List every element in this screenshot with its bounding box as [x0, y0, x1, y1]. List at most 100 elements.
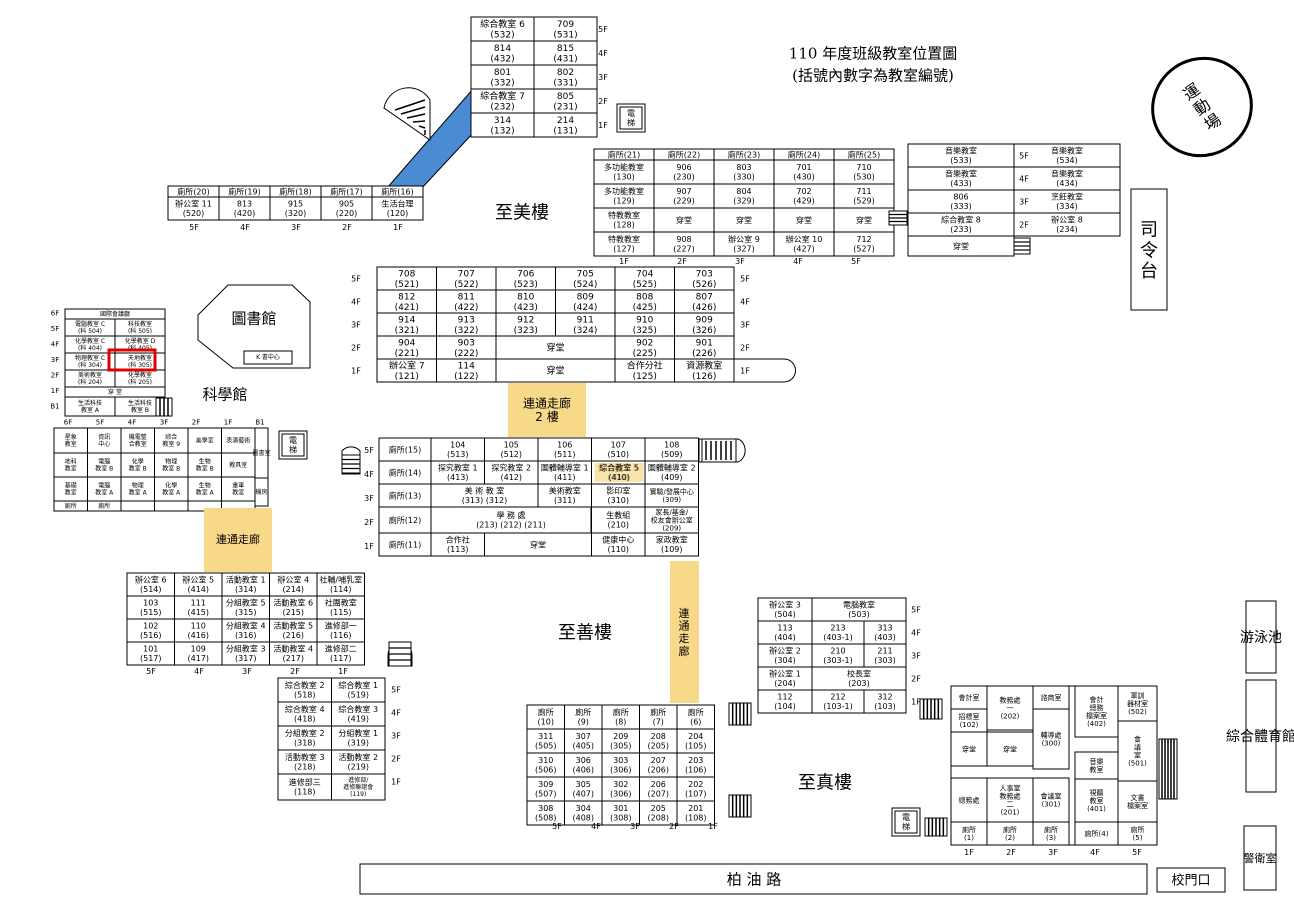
gate-label: 校門口: [1171, 873, 1210, 889]
floor-label: 3F: [364, 494, 374, 503]
room-label: 音樂教室(533): [945, 146, 977, 165]
annex-room: [221, 427, 256, 454]
zhimei-room: [470, 64, 535, 90]
annex-room: [120, 452, 155, 478]
room-label: 908(227): [673, 235, 695, 253]
room-label: 國際會議廳: [100, 310, 130, 318]
floor-label: 4F: [351, 297, 361, 306]
room-label: 310(506): [535, 756, 557, 774]
room-label: 206(207): [647, 780, 669, 798]
room-label: 709(531): [553, 20, 577, 40]
room-label: 813(420): [234, 200, 256, 218]
zhimei-room: [653, 231, 715, 257]
room-label: 703(526): [692, 269, 716, 289]
room-label: 705(524): [573, 269, 597, 289]
floor-label: 4F: [1019, 174, 1029, 183]
room-label: 309(507): [535, 780, 557, 798]
room-label: 214(131): [553, 116, 577, 136]
room-label: 210(303-1): [823, 647, 853, 665]
lower-room: [277, 773, 332, 801]
room-label: 909(326): [692, 315, 716, 335]
annex-room: [154, 476, 189, 502]
zhimei-room: [371, 196, 424, 221]
room-label: 904(221): [395, 338, 419, 358]
room-cell: [644, 532, 699, 557]
room-label: 306(406): [572, 756, 594, 774]
room-label: 712(527): [853, 235, 875, 253]
room-label: 校長室(203): [847, 669, 871, 688]
highlight-box: [107, 348, 157, 372]
room-label: 活動教室 1(314): [226, 575, 266, 594]
room-label: 710(530): [853, 163, 875, 181]
guard-box: [1243, 825, 1277, 891]
floor-label: 6F: [64, 418, 72, 426]
pool-label: 游泳池: [1240, 630, 1282, 646]
elevator-icon: [894, 810, 918, 834]
room-label: 學 務 處(213) (212) (211): [476, 510, 546, 529]
room-label: 穿堂: [1003, 744, 1017, 753]
room-label: 廁所(6): [688, 707, 704, 726]
room-label: 212(103-1): [823, 693, 853, 711]
room-label: 音樂教室(433): [945, 169, 977, 188]
floor-label: 5F: [851, 257, 861, 266]
zhimei-room: [593, 159, 655, 185]
room-label: 圖書室: [252, 449, 270, 457]
room-label: 穿堂: [736, 215, 752, 225]
floor-label: 5F: [911, 605, 921, 614]
south-room: [676, 800, 715, 826]
room-label: 多功能教室(129): [604, 186, 644, 205]
zhimei-room: [773, 231, 835, 257]
room-label: 廁所(1): [962, 825, 976, 842]
room-label: 穿堂: [546, 342, 564, 354]
room-label: 穿堂: [546, 365, 564, 377]
room-label: 物理教室 A: [129, 482, 148, 497]
room-label: 影印室(310): [606, 486, 630, 505]
room-label: 科技教室(科 505): [128, 320, 152, 335]
floor-label: 4F: [598, 49, 608, 58]
floor-label: 2F: [391, 754, 401, 763]
room-label: 進修部一(116): [325, 621, 357, 640]
room-label: 化學教室 C(科 404): [75, 337, 105, 352]
room-label: 招標室(102): [959, 712, 980, 729]
floor-label: 2F: [1019, 220, 1029, 229]
floor-label: B1: [255, 418, 264, 426]
floor-label: 4F: [1090, 848, 1100, 857]
zhimei-room: [470, 40, 535, 66]
room-label: 203(106): [685, 756, 707, 774]
floor-label: 5F: [598, 25, 608, 34]
map-subtitle: (括號內數字為教室編號): [792, 66, 954, 84]
room-label: 綜合教室 4(418): [285, 704, 325, 723]
room-label: 915(320): [285, 200, 307, 218]
room-label: 音樂教室(434): [1051, 169, 1083, 188]
stairs-line: [418, 125, 426, 129]
lower-room: [316, 641, 365, 666]
room-label: 906(230): [673, 163, 695, 181]
zhimei-room: [773, 159, 835, 185]
floor-label: 3F: [1019, 197, 1029, 206]
room-label: 特教教室(127): [608, 234, 640, 253]
room-label: 美 術 教 室(313) (312): [462, 486, 508, 505]
room-label: 廁所(3): [1044, 825, 1058, 842]
floor-label: 3F: [598, 73, 608, 82]
floor-label: 1F: [598, 121, 608, 130]
south-room: [601, 800, 640, 826]
floor-label: 4F: [364, 470, 374, 479]
room-label: 機房: [255, 488, 267, 496]
room-label: 806(333): [950, 193, 972, 211]
room-label: 廁所(17): [330, 186, 362, 196]
room-label: 101(517): [140, 645, 162, 663]
room-label: 美學室: [196, 437, 214, 445]
zhizhen-room: [1117, 685, 1158, 722]
south-room: [676, 728, 715, 754]
room-label: 化學教室 D(科 405): [125, 337, 156, 352]
room-label: 702(429): [793, 187, 815, 205]
pool-box: [1245, 600, 1277, 674]
floor-label: 1F: [740, 366, 750, 375]
floor-label: 2F: [351, 343, 361, 352]
floor-label: 2F: [911, 674, 921, 683]
floor-label: 4F: [591, 822, 601, 831]
floor-label: 2F: [364, 518, 374, 527]
zhimei-room: [533, 16, 598, 42]
floor-label: 3F: [291, 223, 301, 232]
gate-box: [1156, 867, 1226, 893]
